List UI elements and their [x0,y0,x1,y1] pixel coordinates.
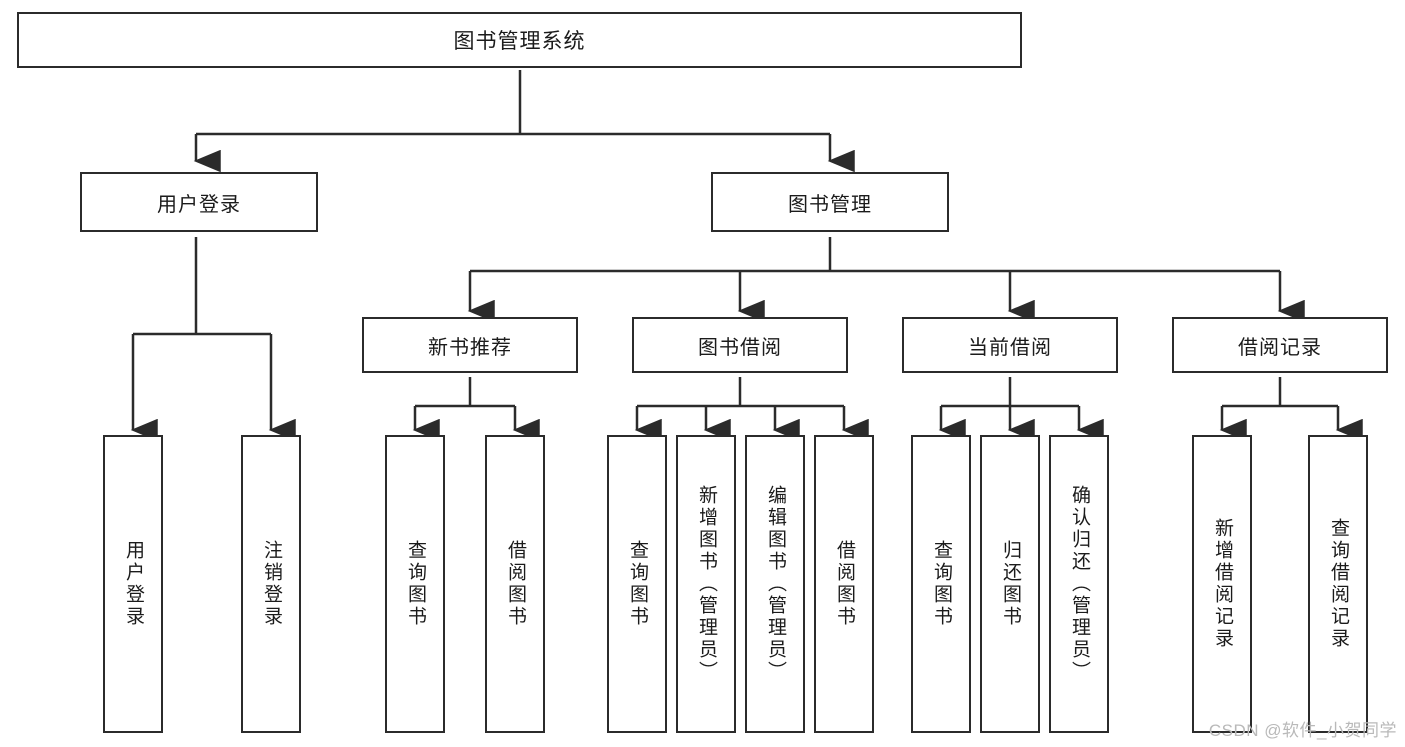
node-label: 用户登录 [122,540,144,628]
node-label: 确认归还（管理员） [1068,485,1090,683]
node-new-book-recommend[interactable]: 新书推荐 [362,317,578,373]
node-label: 查询图书 [626,540,648,628]
node-label: 查询图书 [404,540,426,628]
leaf-current-confirm-return-admin[interactable]: 确认归还（管理员） [1049,435,1109,733]
node-label: 当前借阅 [968,336,1052,359]
node-label: 用户登录 [157,193,241,216]
node-book-manage[interactable]: 图书管理 [711,172,949,232]
node-book-borrow[interactable]: 图书借阅 [632,317,848,373]
leaf-record-add-record[interactable]: 新增借阅记录 [1192,435,1252,733]
node-label: 图书借阅 [698,336,782,359]
leaf-user-login-login[interactable]: 用户登录 [103,435,163,733]
node-borrow-record[interactable]: 借阅记录 [1172,317,1388,373]
node-label: 新增借阅记录 [1211,518,1233,650]
leaf-borrow-add-book-admin[interactable]: 新增图书（管理员） [676,435,736,733]
node-label: 图书管理 [788,193,872,216]
leaf-borrow-edit-book-admin[interactable]: 编辑图书（管理员） [745,435,805,733]
node-label: 借阅图书 [833,540,855,628]
node-label: 新增图书（管理员） [695,485,717,683]
node-label: 新书推荐 [428,336,512,359]
leaf-user-login-logout[interactable]: 注销登录 [241,435,301,733]
node-label: 查询借阅记录 [1327,518,1349,650]
leaf-record-query-record[interactable]: 查询借阅记录 [1308,435,1368,733]
node-label: 查询图书 [930,540,952,628]
node-root-system[interactable]: 图书管理系统 [17,12,1022,68]
node-label: 借阅图书 [504,540,526,628]
leaf-borrow-borrow-book[interactable]: 借阅图书 [814,435,874,733]
leaf-borrow-query-book[interactable]: 查询图书 [607,435,667,733]
node-current-borrow[interactable]: 当前借阅 [902,317,1118,373]
leaf-new-book-query[interactable]: 查询图书 [385,435,445,733]
csdn-watermark: CSDN @软件_小贺同学 [1208,721,1397,740]
node-label: 借阅记录 [1238,336,1322,359]
node-label: 图书管理系统 [453,30,586,53]
leaf-current-query-book[interactable]: 查询图书 [911,435,971,733]
leaf-current-return-book[interactable]: 归还图书 [980,435,1040,733]
node-user-login[interactable]: 用户登录 [80,172,318,232]
node-label: 归还图书 [999,540,1021,628]
leaf-new-book-borrow[interactable]: 借阅图书 [485,435,545,733]
node-label: 注销登录 [260,540,282,628]
node-label: 编辑图书（管理员） [764,485,786,683]
